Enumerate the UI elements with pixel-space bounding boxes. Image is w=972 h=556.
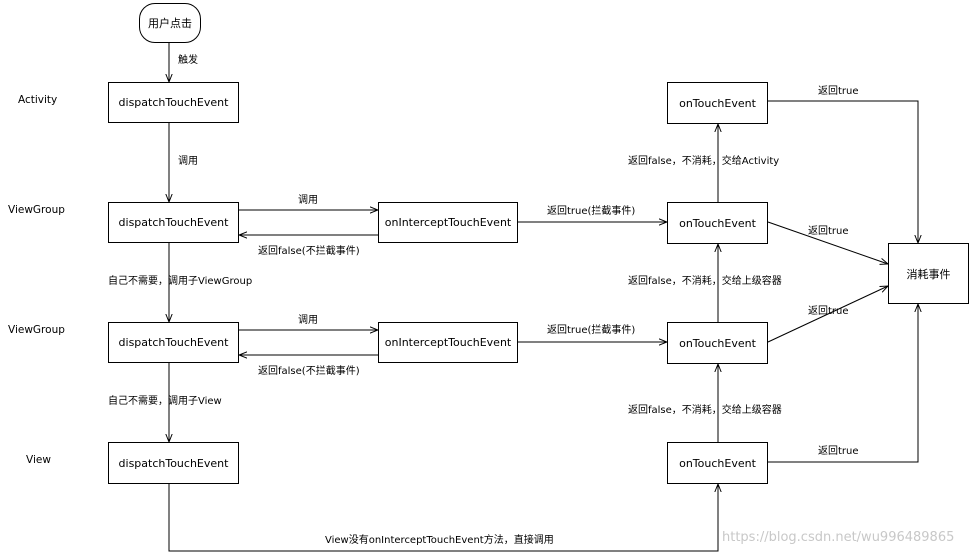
layer-activity: Activity <box>18 94 58 106</box>
layer-view: View <box>26 454 51 466</box>
node-vg1-dispatch: dispatchTouchEvent <box>108 202 239 243</box>
label-vg2-to-view: 自己不需要，调用子View <box>108 396 222 407</box>
layer-viewgroup-2: ViewGroup <box>8 324 65 336</box>
label-vg2-to-intercept: 调用 <box>298 315 318 326</box>
node-vg1-intercept: onInterceptTouchEvent <box>378 202 518 243</box>
node-vg2-dispatch: dispatchTouchEvent <box>108 322 239 363</box>
label-view-direct: View没有onInterceptTouchEvent方法，直接调用 <box>325 535 554 546</box>
node-user-click: 用户点击 <box>139 3 201 43</box>
label-call-vg1: 调用 <box>178 156 198 167</box>
label-vg2-ontouch-false: 返回false，不消耗，交给上级容器 <box>628 276 782 287</box>
label-vg1-ontouch-false: 返回false，不消耗，交给Activity <box>628 156 780 167</box>
edge-view-direct <box>168 484 718 552</box>
label-activity-true: 返回true <box>818 86 859 97</box>
node-vg2-ontouch: onTouchEvent <box>667 322 768 364</box>
edge-view-true <box>768 304 918 463</box>
label-vg1-intercept-false: 返回false(不拦截事件) <box>258 246 360 257</box>
node-view-ontouch: onTouchEvent <box>667 442 768 484</box>
label-vg1-intercept-true: 返回true(拦截事件) <box>547 206 636 217</box>
node-view-dispatch: dispatchTouchEvent <box>108 442 239 484</box>
label-vg1-to-intercept: 调用 <box>298 195 318 206</box>
label-view-true: 返回true <box>818 446 859 457</box>
layer-viewgroup-1: ViewGroup <box>8 204 65 216</box>
edge-vg1-true <box>767 221 888 264</box>
label-vg2-intercept-false: 返回false(不拦截事件) <box>258 366 360 377</box>
label-vg2-true: 返回true <box>808 306 849 317</box>
label-trigger: 触发 <box>178 55 198 66</box>
edge-activity-true <box>768 100 918 243</box>
node-vg1-ontouch: onTouchEvent <box>667 202 768 244</box>
label-vg2-intercept-true: 返回true(拦截事件) <box>547 325 636 336</box>
node-consume: 消耗事件 <box>888 243 969 304</box>
node-activity-ontouch: onTouchEvent <box>667 82 768 124</box>
label-vg1-true: 返回true <box>808 226 849 237</box>
label-vg1-to-vg2: 自己不需要，调用子ViewGroup <box>108 276 253 287</box>
watermark: https://blog.csdn.net/wu996489865 <box>722 530 955 545</box>
edge-vg2-true <box>767 286 888 343</box>
label-view-ontouch-false: 返回false，不消耗，交给上级容器 <box>628 405 782 416</box>
node-vg2-intercept: onInterceptTouchEvent <box>378 322 518 363</box>
node-activity-dispatch: dispatchTouchEvent <box>108 82 239 123</box>
